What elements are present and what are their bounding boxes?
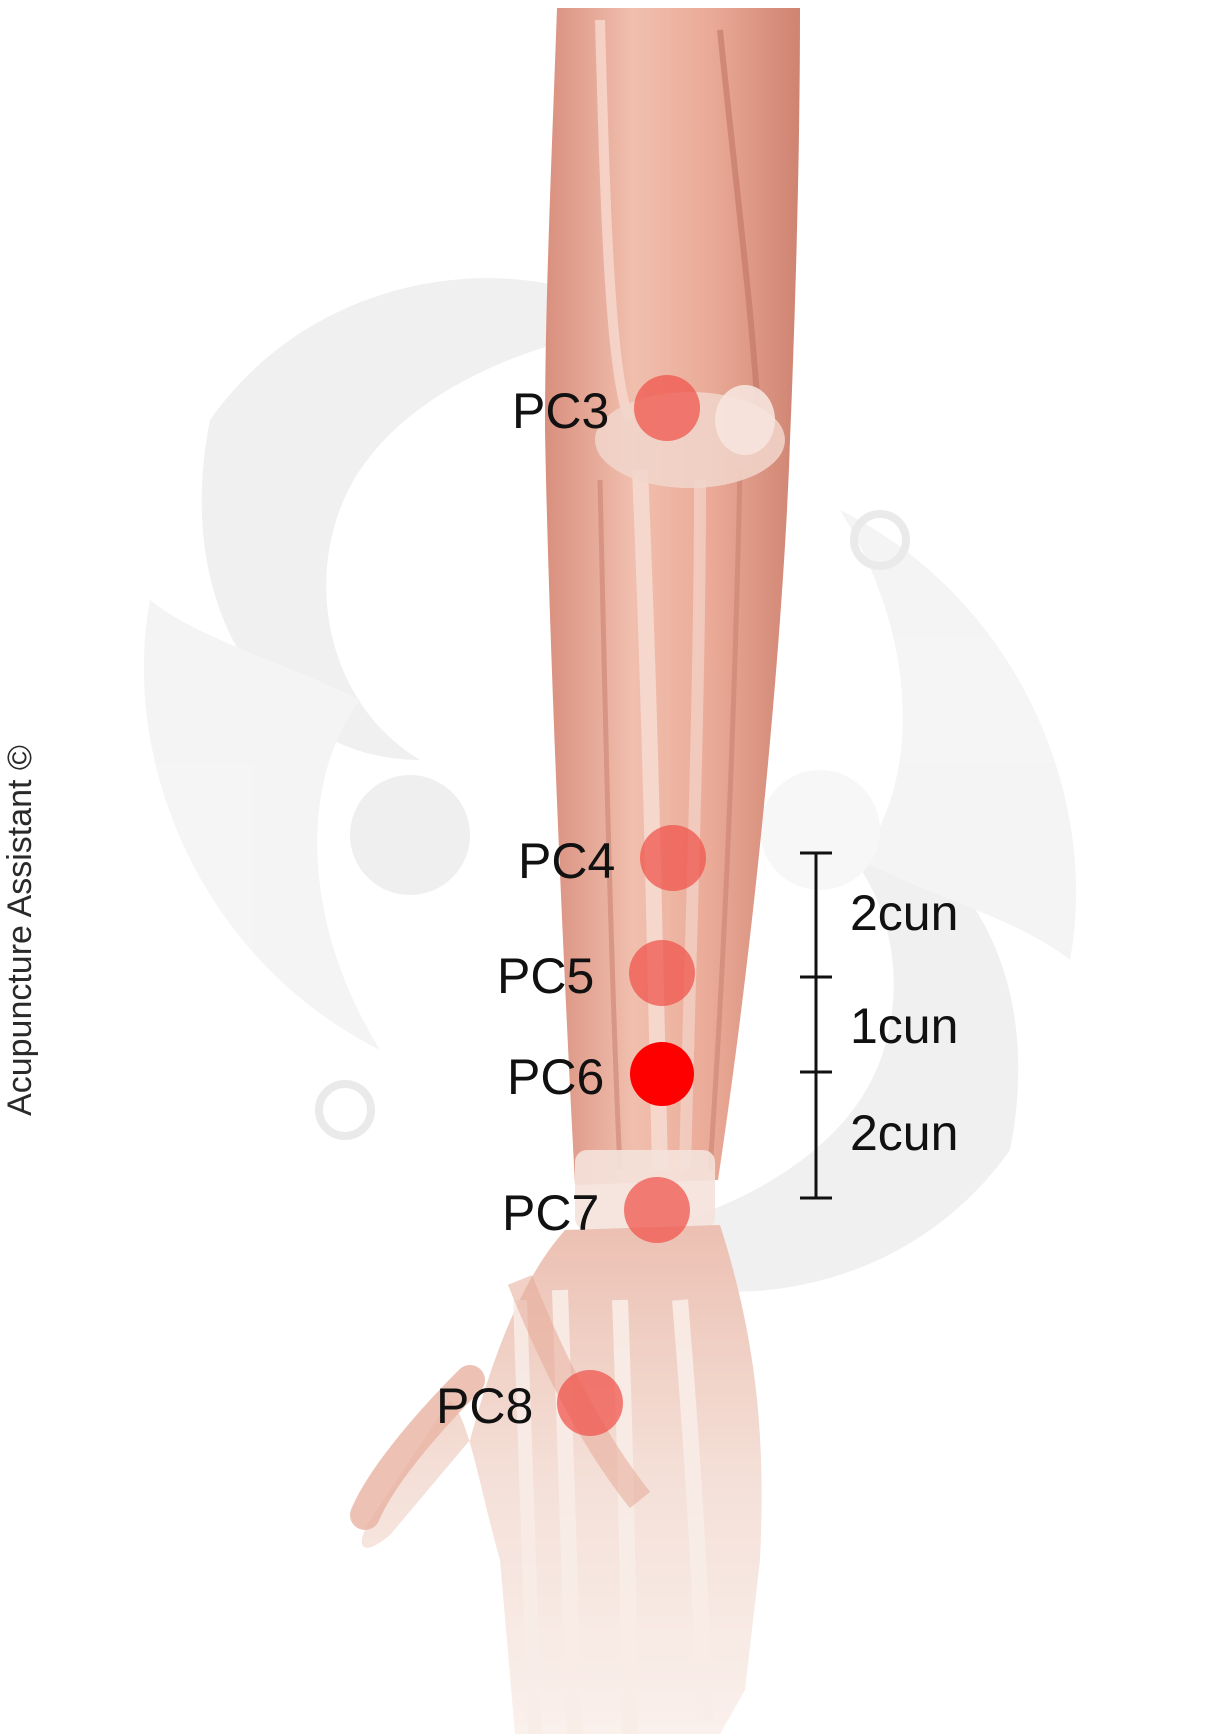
acupoint-pc5-marker bbox=[629, 940, 695, 1006]
acupoint-pc4-label: PC4 bbox=[518, 833, 615, 889]
hand-illustration bbox=[362, 1225, 762, 1734]
cun-label-middle: 1cun bbox=[850, 998, 958, 1054]
acupoint-pc3-label: PC3 bbox=[512, 383, 609, 439]
cun-label-lower: 2cun bbox=[850, 1105, 958, 1161]
acupoint-pc5-label: PC5 bbox=[497, 948, 594, 1004]
acupoint-pc7-marker bbox=[624, 1177, 690, 1243]
acupoint-pc4-marker bbox=[640, 825, 706, 891]
acupoint-pc7-label: PC7 bbox=[502, 1185, 599, 1241]
acupoint-pc3-marker bbox=[634, 375, 700, 441]
acupoint-pc6-marker bbox=[630, 1042, 694, 1106]
background-dot-left bbox=[350, 775, 470, 895]
cun-labels: 2cun 1cun 2cun bbox=[850, 885, 958, 1161]
acupoint-pc8-label: PC8 bbox=[436, 1378, 533, 1434]
background-dot-right bbox=[760, 770, 880, 890]
acupoint-pc6-label: PC6 bbox=[507, 1049, 604, 1105]
acupoint-pc8-marker bbox=[557, 1370, 623, 1436]
cun-label-upper: 2cun bbox=[850, 885, 958, 941]
